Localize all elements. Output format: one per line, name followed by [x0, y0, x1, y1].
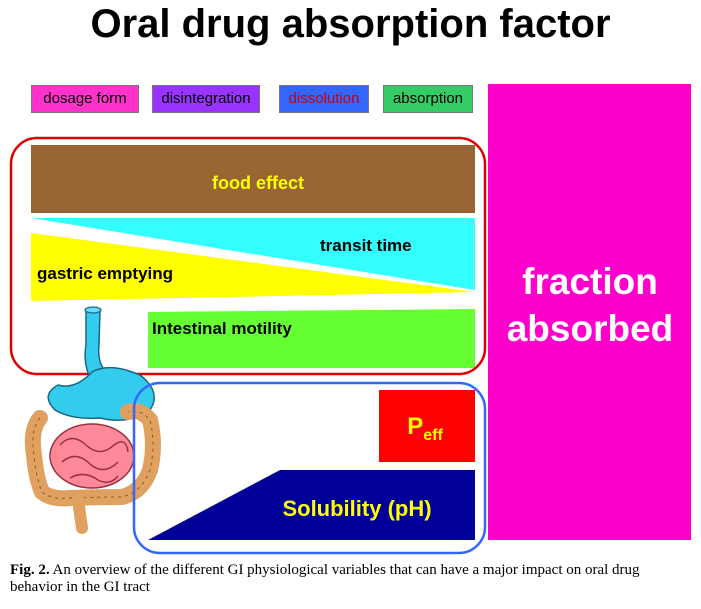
- intestinal-motility-wedge-mask: [148, 306, 475, 312]
- legend-dosage-form: dosage form: [31, 85, 139, 113]
- physiology-group-outline: [9, 136, 487, 376]
- gastric-emptying-label: gastric emptying: [37, 264, 173, 283]
- peff-label-sub: eff: [423, 427, 443, 444]
- diagram-canvas: fraction absorbed food effect transit ti…: [9, 84, 691, 555]
- legend-absorption: absorption: [383, 85, 473, 113]
- caption-label: Fig. 2.: [10, 562, 50, 578]
- solubility-label: Solubility (pH): [282, 496, 431, 521]
- legend-disintegration-label: disintegration: [161, 90, 251, 107]
- peff-box: [379, 390, 475, 462]
- legend-absorption-label: absorption: [392, 90, 464, 107]
- fraction-absorbed-line2: absorbed: [507, 308, 674, 349]
- legend-disintegration: disintegration: [152, 85, 260, 113]
- gastric-emptying-wedge: [31, 233, 475, 301]
- food-effect-label: food effect: [212, 173, 304, 193]
- transit-time-label: transit time: [320, 236, 412, 255]
- intestinal-motility-label: Intestinal motility: [152, 319, 292, 338]
- fraction-absorbed-bar: [488, 84, 691, 540]
- drug-group-outline: [132, 381, 487, 555]
- legend-dissolution: dissolution: [279, 85, 369, 113]
- legend-dosage-form-label: dosage form: [43, 90, 127, 107]
- food-effect-bar: [31, 145, 475, 213]
- figure-caption: Fig. 2. An overview of the different GI …: [10, 562, 690, 596]
- diagram-title: Oral drug absorption factor: [90, 2, 611, 46]
- solubility-wedge: [148, 470, 475, 540]
- intestinal-motility-wedge: [148, 306, 475, 368]
- caption-text: An overview of the different GI physiolo…: [10, 562, 640, 595]
- transit-time-wedge: [31, 218, 475, 290]
- legend-dissolution-label: dissolution: [288, 90, 360, 107]
- fraction-absorbed-line1: fraction: [522, 261, 658, 302]
- gi-tract-icon: [24, 306, 161, 534]
- peff-label: Peff: [407, 413, 443, 444]
- peff-label-main: P: [407, 413, 423, 440]
